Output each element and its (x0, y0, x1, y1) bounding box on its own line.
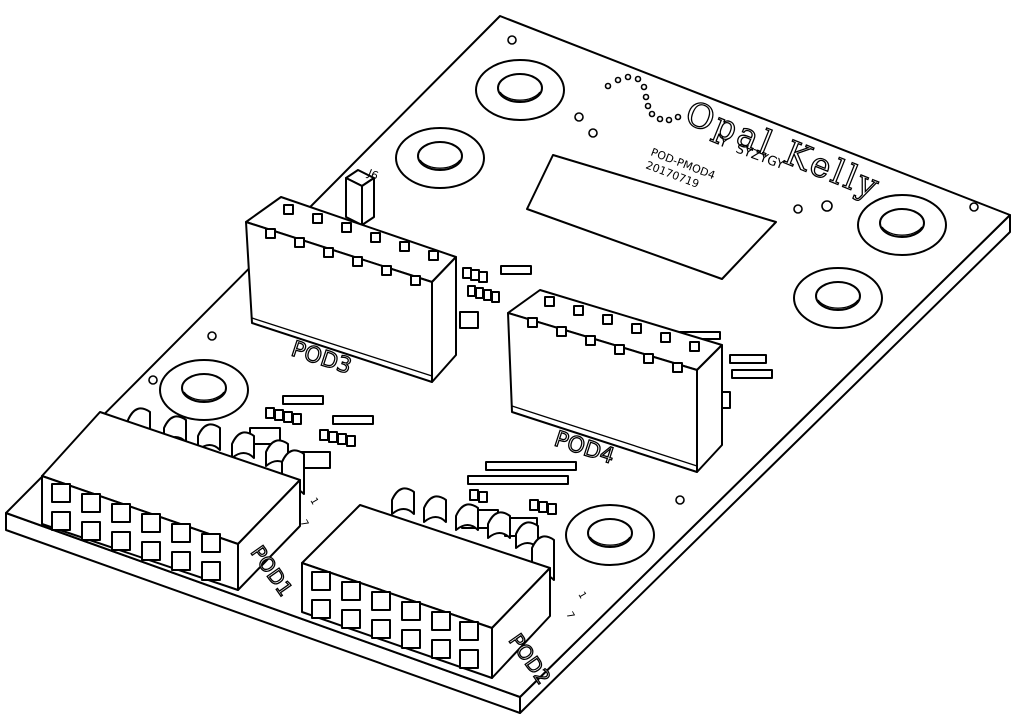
mounting-hole (395, 127, 485, 189)
pod2-pin7-label: 7 (563, 610, 576, 621)
pod2-pin-holes (311, 571, 479, 669)
pod1-pin-holes (51, 483, 221, 581)
pod3-pin-holes (265, 204, 439, 286)
pod4-pin-holes (527, 296, 700, 373)
pod1-pin1-label: 1 (307, 496, 320, 507)
mounting-hole (857, 194, 947, 256)
connector-pod4: POD4 (507, 289, 723, 473)
connector-pod3: POD3 (245, 196, 457, 383)
header-j6-label: J6 (365, 166, 380, 182)
label-area (526, 154, 777, 280)
mounting-hole (565, 504, 655, 566)
mounting-hole (793, 267, 883, 329)
pod1-pin7-label: 7 (297, 518, 310, 529)
mounting-hole (159, 359, 249, 421)
mounting-hole (475, 59, 565, 121)
pod2-pin1-label: 1 (575, 590, 588, 601)
mounting-holes (159, 59, 947, 566)
brand-logo-dots (604, 73, 682, 124)
